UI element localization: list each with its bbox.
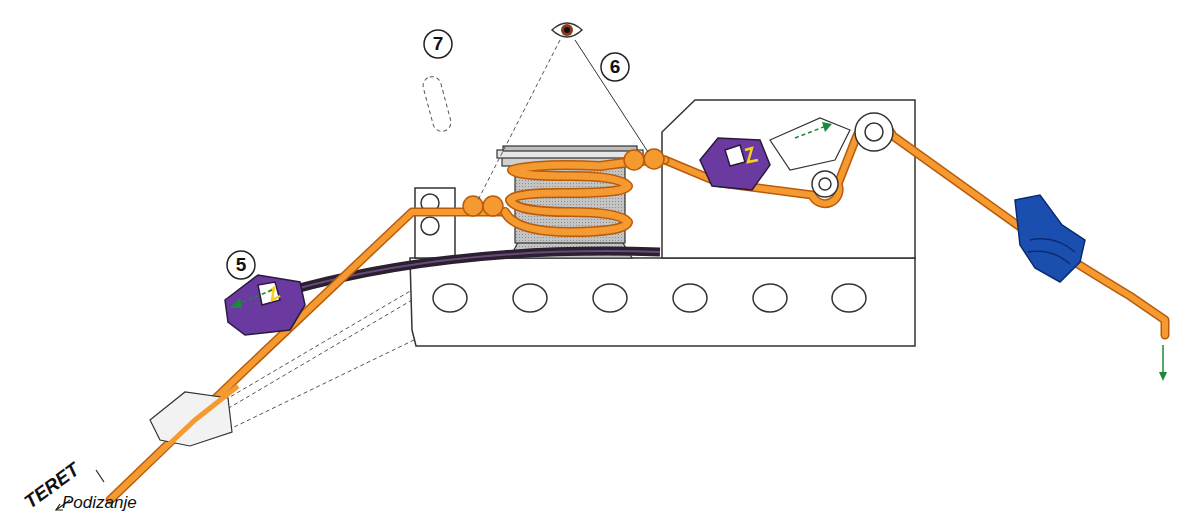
hand [1015, 195, 1085, 282]
guide-roller [421, 217, 439, 235]
callout-number: 7 [433, 33, 444, 55]
capstan-drum [497, 146, 643, 258]
sight-line [575, 40, 648, 152]
dashed-pin [421, 75, 453, 134]
callout-number: 5 [236, 254, 247, 276]
rope [110, 386, 238, 500]
rope [110, 125, 1165, 500]
control-cable [285, 251, 660, 292]
callout-circle [227, 30, 629, 279]
winch-base [410, 258, 915, 346]
operator-glove [225, 138, 770, 335]
control-cable [285, 251, 660, 292]
rope-clamp [770, 118, 850, 170]
eye-symbol [552, 23, 582, 37]
sight-line [478, 40, 560, 200]
direction-label: Podizanje [62, 493, 137, 513]
left-upright [415, 188, 455, 258]
callout-number: 6 [610, 56, 621, 78]
motion-arrow [230, 122, 1167, 381]
rope-knots [463, 149, 664, 216]
base-holes [433, 284, 866, 312]
